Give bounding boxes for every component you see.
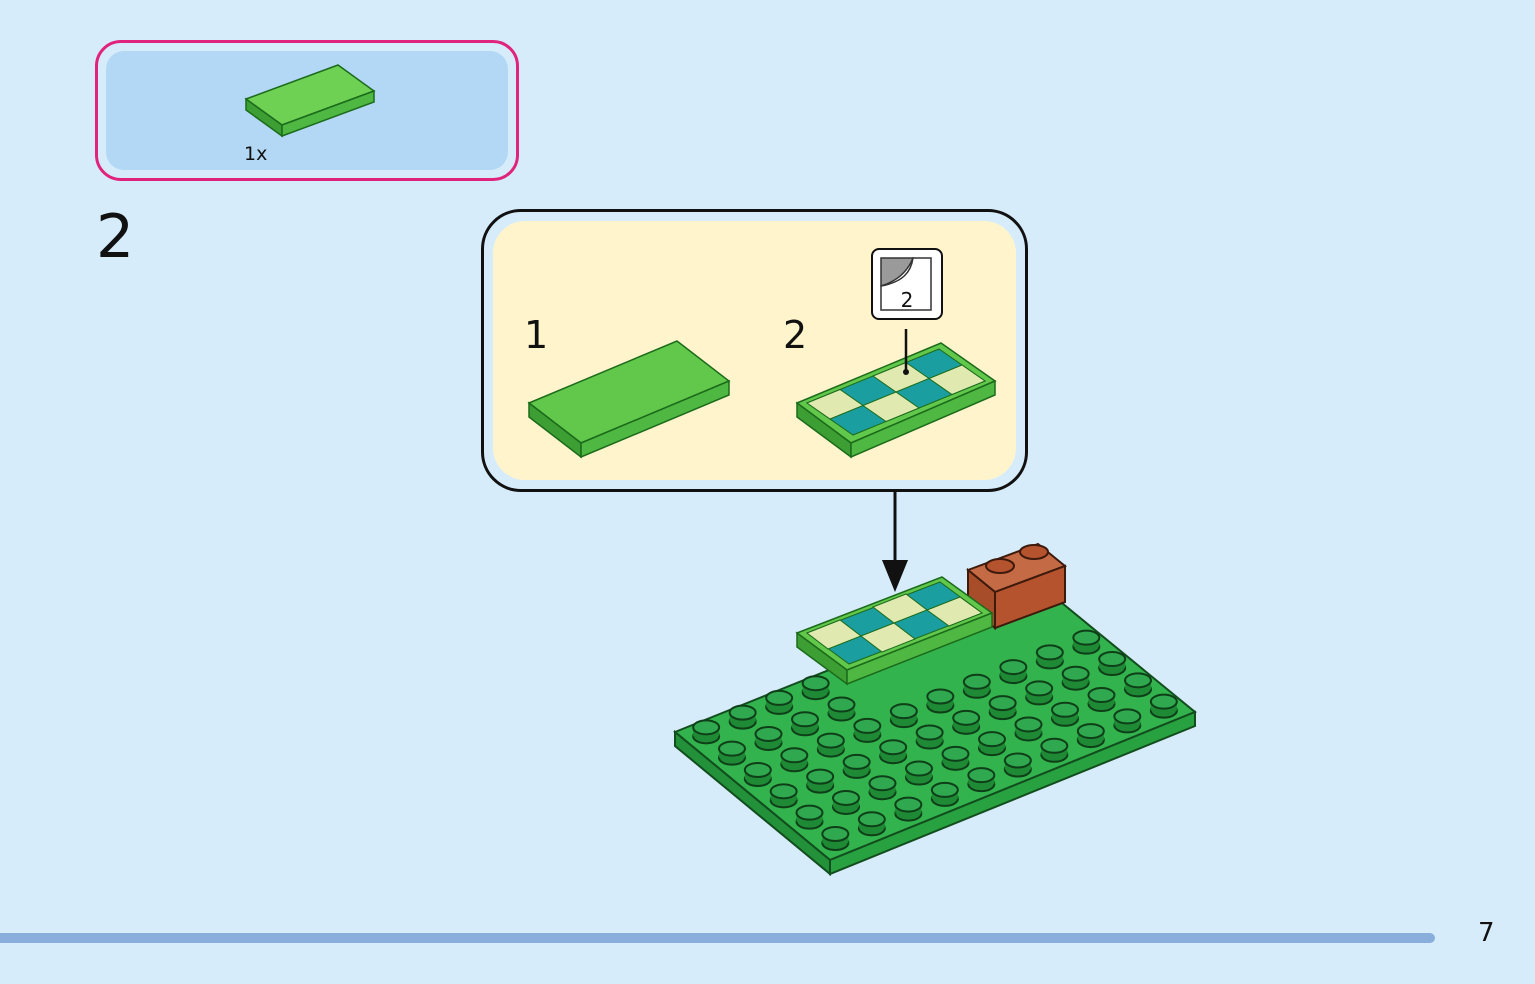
plate-stud xyxy=(728,704,757,730)
sticker-peel-icon xyxy=(880,257,932,311)
plate-stud xyxy=(978,731,1006,757)
step-number: 2 xyxy=(96,202,135,272)
plate-stud xyxy=(765,689,794,715)
plate-stud xyxy=(962,673,991,699)
plate-stud xyxy=(754,725,783,751)
plate-stud xyxy=(806,768,835,794)
plate-stud xyxy=(1051,701,1079,727)
sub-assembly-callout: 1 2 2 xyxy=(481,209,1028,492)
plate-stud xyxy=(915,724,944,750)
plate-stud xyxy=(1098,651,1127,677)
plate-stud xyxy=(795,804,824,830)
plate-stud xyxy=(952,709,981,735)
parts-list-box: 1x xyxy=(95,40,519,181)
plate-stud xyxy=(1087,687,1116,713)
plate-stud xyxy=(1061,665,1090,691)
plate-stud xyxy=(821,825,850,851)
callout-inner: 1 2 2 xyxy=(493,221,1016,480)
plate-stud xyxy=(780,747,809,773)
plate-stud xyxy=(816,732,845,758)
plate-stud xyxy=(827,696,856,722)
plate-stud xyxy=(905,760,933,786)
plate-stud xyxy=(868,775,897,801)
plate-stud xyxy=(967,767,996,793)
plate-stud xyxy=(1072,629,1101,655)
plate-stud xyxy=(1014,716,1043,742)
plate-stud xyxy=(1076,723,1105,749)
plate-stud xyxy=(832,789,860,815)
part-quantity: 1x xyxy=(244,143,268,165)
plate-stud xyxy=(853,717,882,743)
plate-stud xyxy=(930,781,959,807)
parts-list-inner: 1x xyxy=(106,51,508,170)
plate-stud xyxy=(801,675,830,701)
plate-stud xyxy=(941,745,970,771)
page-progress-bar xyxy=(0,933,1435,943)
plate-stud xyxy=(889,703,918,729)
sub-step-2-number: 2 xyxy=(783,313,808,357)
plate-stud xyxy=(791,711,819,737)
plate-stud xyxy=(1003,752,1032,778)
parts-tile-illustration xyxy=(244,64,376,138)
plate-stud xyxy=(1149,693,1178,719)
plate-stud xyxy=(1124,672,1152,698)
plate-stud xyxy=(1113,708,1142,734)
plate-stud xyxy=(926,688,955,714)
sub-step-illustrations xyxy=(527,329,997,459)
plate-stud xyxy=(988,695,1017,721)
page-number: 7 xyxy=(1478,918,1495,948)
plate-stud xyxy=(894,796,923,822)
plate-stud xyxy=(1035,644,1064,670)
sticker-label: 2 xyxy=(871,248,943,320)
plate-stud xyxy=(692,719,721,745)
base-plate-studs xyxy=(692,629,1178,851)
plate-stud xyxy=(1040,737,1069,763)
plate-stud xyxy=(842,753,871,779)
sticker-number: 2 xyxy=(900,288,914,312)
plate-stud xyxy=(718,740,746,766)
plate-stud xyxy=(999,659,1028,685)
plate-stud xyxy=(857,811,886,837)
plate-stud xyxy=(743,761,772,787)
plate-stud xyxy=(879,739,908,765)
sub-step-1-number: 1 xyxy=(524,313,549,357)
plate-stud xyxy=(1025,680,1054,706)
plate-stud xyxy=(769,783,798,809)
